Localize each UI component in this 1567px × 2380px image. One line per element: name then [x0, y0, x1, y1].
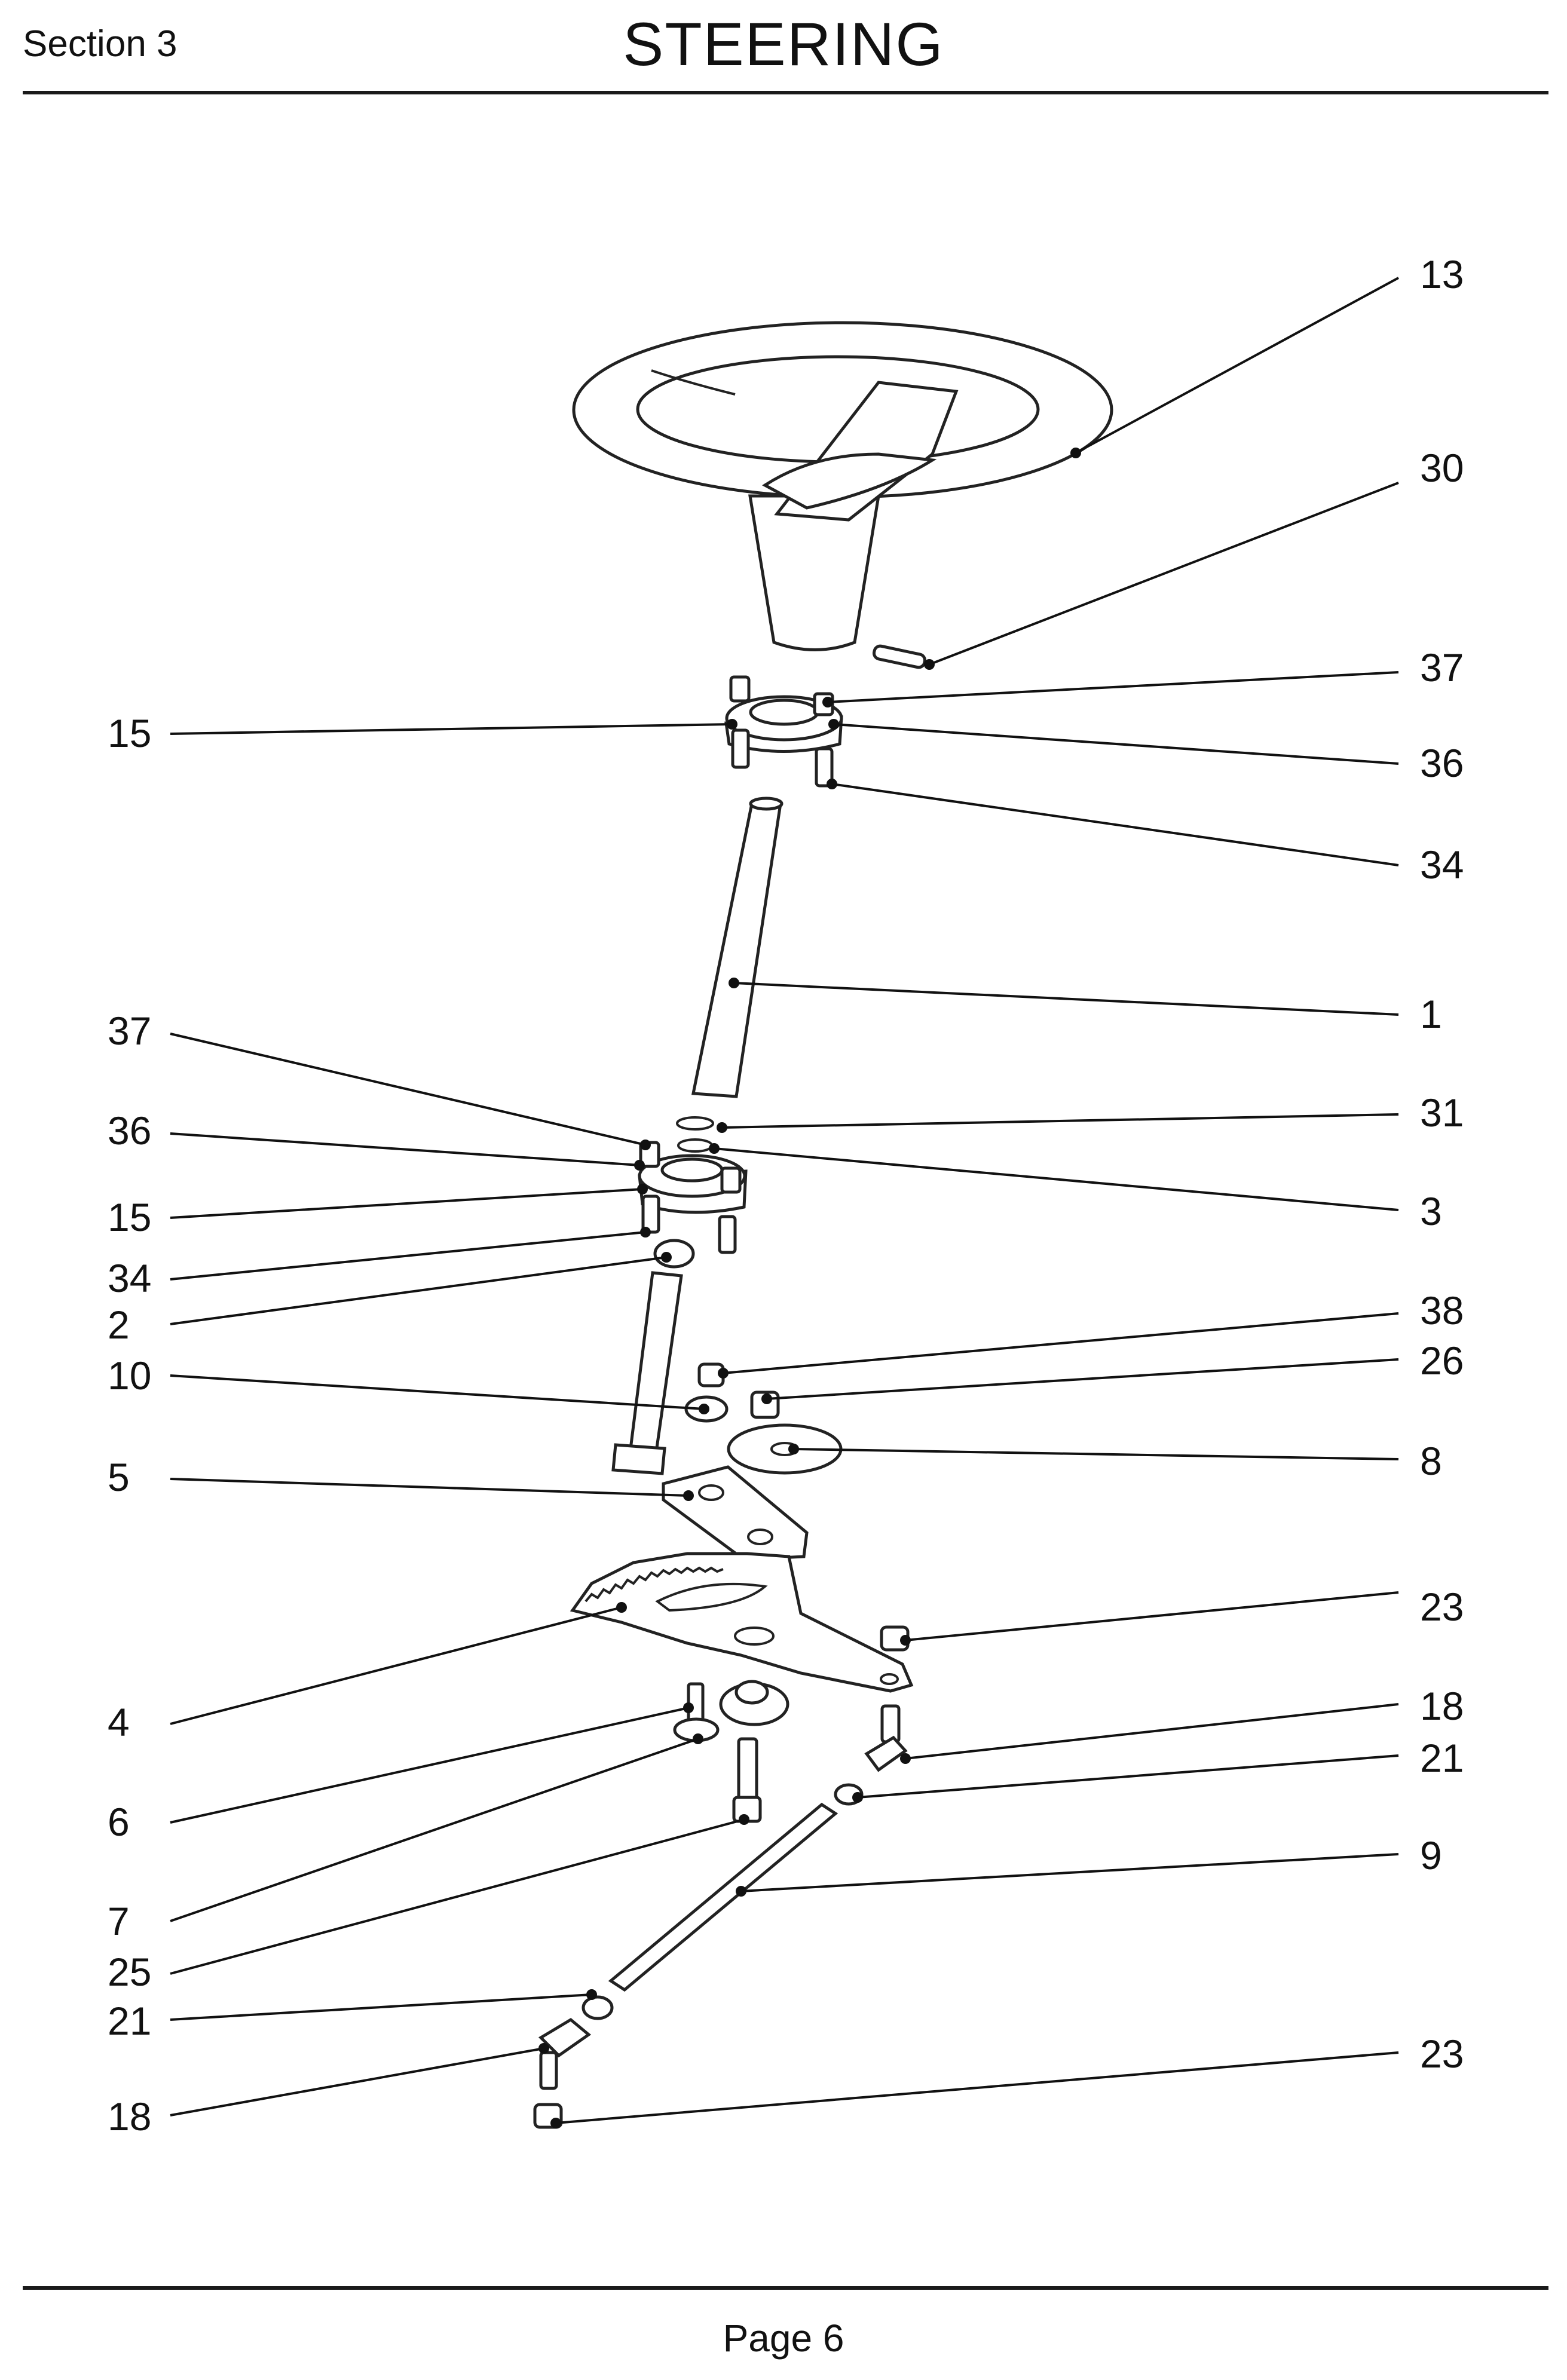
pin	[873, 644, 926, 669]
support-plate	[662, 1465, 809, 1561]
page-number: Page 6	[723, 2317, 844, 2360]
callout-15-lower: 15	[108, 1195, 151, 1239]
callout-6: 6	[108, 1800, 130, 1844]
footer-divider	[23, 2286, 1548, 2290]
callout-1: 1	[1420, 992, 1442, 1036]
callout-9: 9	[1420, 1833, 1442, 1877]
callout-38: 38	[1420, 1288, 1464, 1333]
callout-26: 26	[1420, 1338, 1464, 1383]
callout-4: 4	[108, 1700, 130, 1744]
leader-lines	[170, 277, 1399, 2124]
callout-5: 5	[108, 1455, 130, 1499]
lower-ball-joint	[533, 1995, 614, 2129]
e-clip	[676, 1116, 714, 1131]
callout-25: 25	[108, 1950, 151, 1994]
callout-3: 3	[1420, 1189, 1442, 1233]
steering-shaft	[691, 802, 782, 1098]
callout-37: 37	[1420, 645, 1464, 690]
upper-ball-joint	[834, 1704, 908, 1806]
parts-drawing	[533, 321, 1113, 2129]
section-label: Section 3	[23, 23, 177, 65]
callout-7: 7	[108, 1899, 130, 1943]
callout-labels: 13 30 37 36 34 15 1 31 3 37 36 15 34 2 1…	[108, 252, 1464, 2139]
callout-18: 18	[1420, 1684, 1464, 1728]
callout-36-lower: 36	[108, 1108, 151, 1153]
callout-8: 8	[1420, 1439, 1442, 1483]
callout-31: 31	[1420, 1091, 1464, 1135]
leader-dots	[538, 448, 1081, 2128]
callout-23-lower: 23	[1420, 2032, 1464, 2076]
steering-wheel	[572, 321, 1113, 651]
callout-23: 23	[1420, 1585, 1464, 1629]
callout-21-lower: 21	[108, 1999, 151, 2043]
callout-37-lower: 37	[108, 1009, 151, 1053]
pinion-shaft	[629, 1271, 683, 1454]
callout-34-lower: 34	[108, 1256, 151, 1300]
callout-18-lower: 18	[108, 2094, 151, 2139]
tie-rod	[608, 1802, 838, 1992]
callout-15: 15	[108, 711, 151, 755]
callout-13: 13	[1420, 252, 1464, 296]
header-divider	[23, 91, 1548, 94]
callout-34: 34	[1420, 843, 1464, 887]
callout-21: 21	[1420, 1736, 1464, 1780]
page-title: STEERING	[623, 10, 944, 78]
sector-gear	[570, 1552, 914, 1693]
lower-flange-bearing	[638, 1141, 748, 1254]
callout-2: 2	[108, 1303, 130, 1347]
upper-flange-bearing	[724, 675, 843, 788]
callout-30: 30	[1420, 446, 1464, 490]
collar	[653, 1239, 695, 1269]
callout-36: 36	[1420, 741, 1464, 785]
thrust-washer	[677, 1138, 713, 1153]
pivot-hardware	[673, 1680, 789, 1823]
callout-10: 10	[108, 1353, 151, 1398]
